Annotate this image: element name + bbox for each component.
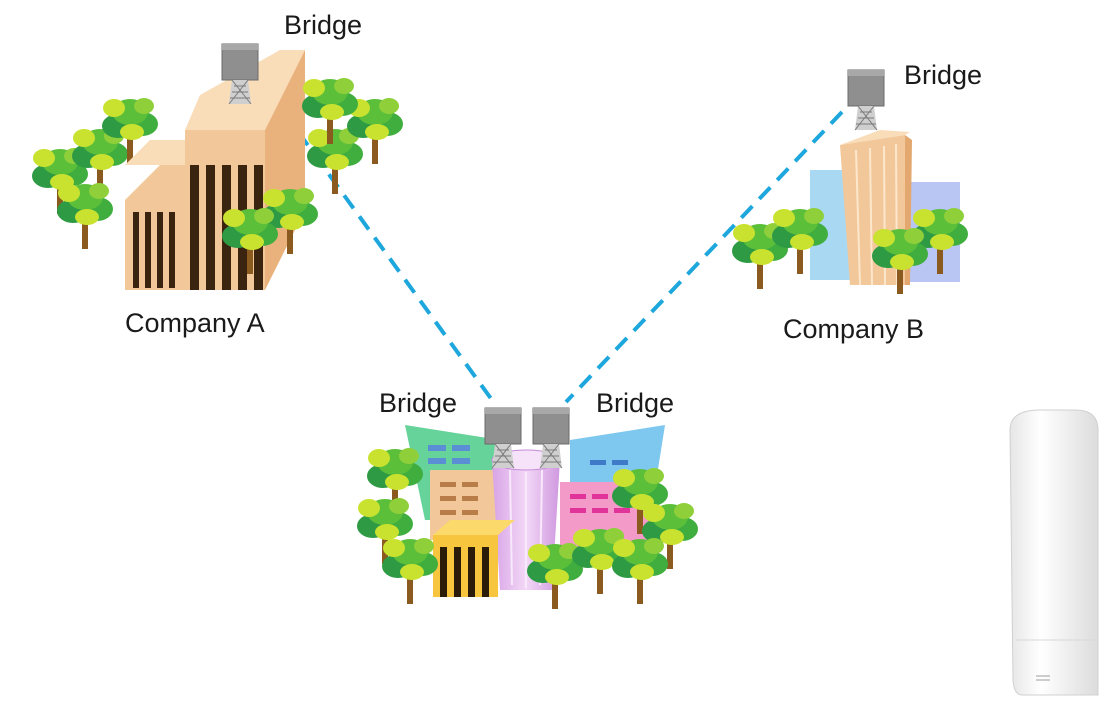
tree-icon: [57, 183, 113, 249]
company-b-site: [732, 69, 968, 294]
company-a-label: Company A: [125, 308, 265, 338]
bridge-label-hub-left: Bridge: [379, 388, 458, 418]
bridge-label-company-a: Bridge: [284, 10, 363, 40]
tree-icon: [307, 128, 363, 194]
tree-icon: [612, 538, 668, 604]
company-b-label: Company B: [783, 314, 925, 344]
bridge-label-company-b: Bridge: [904, 60, 983, 90]
tree-icon: [382, 538, 438, 604]
link-b-to-hub: [564, 110, 844, 404]
bridge-antenna-icon: [847, 69, 885, 131]
company-a-site: [32, 43, 403, 290]
building-icon: [433, 520, 515, 597]
wireless-bridge-device-icon: [1009, 409, 1099, 696]
hub-site: [357, 407, 698, 609]
wireless-links: [266, 88, 844, 404]
link-a-to-hub: [266, 88, 494, 402]
building-icon: [125, 140, 210, 290]
bridge-label-hub-right: Bridge: [596, 388, 675, 418]
